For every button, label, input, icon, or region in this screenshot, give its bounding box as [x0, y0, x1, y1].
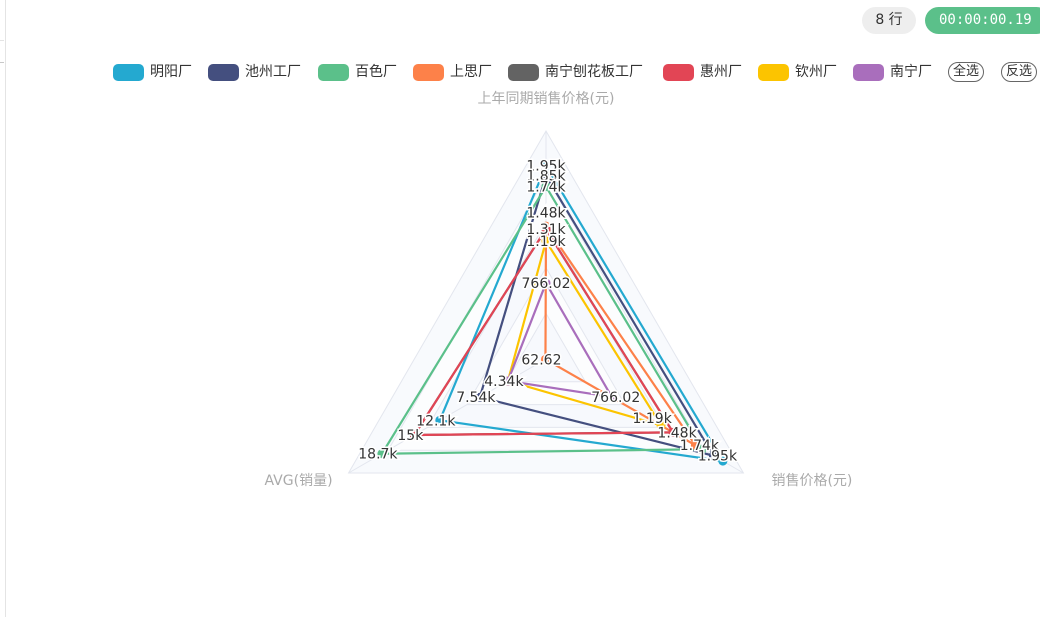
invert-selection-button[interactable]: 反选	[1001, 62, 1038, 82]
data-label: 1.95k	[526, 159, 566, 175]
legend-swatch	[853, 64, 884, 81]
legend-label: 南宁厂	[890, 64, 932, 80]
radar-indicator-label: 上年同期销售价格(元)	[478, 91, 615, 107]
series-point	[607, 392, 617, 402]
data-label: 7.54k	[456, 390, 496, 406]
left-border-tick	[0, 62, 4, 63]
legend-label: 上思厂	[450, 64, 492, 80]
series-point	[541, 236, 551, 246]
legend-swatch	[318, 64, 349, 81]
left-border-mark	[0, 40, 4, 41]
data-label: 1.48k	[526, 205, 566, 221]
series-line-6	[506, 239, 663, 427]
data-label: 1.31k	[526, 222, 566, 238]
row-count-badge: 8 行	[862, 7, 916, 34]
legend-label: 惠州厂	[700, 64, 742, 80]
radar-indicator-label: 销售价格(元)	[771, 473, 852, 489]
series-point	[435, 415, 445, 425]
series-point	[409, 430, 419, 440]
series-line-0	[438, 164, 724, 463]
data-label: 4.34k	[484, 374, 524, 390]
series-line-7	[506, 281, 613, 399]
series-point	[541, 278, 551, 288]
data-label: 12.1k	[416, 413, 456, 429]
series-point	[690, 440, 700, 450]
series-point	[541, 224, 551, 234]
series-point	[718, 456, 728, 466]
legend-swatch	[208, 64, 239, 81]
data-label: 1.48k	[657, 425, 697, 441]
series-point	[503, 376, 513, 386]
left-border	[5, 0, 6, 617]
legend-label: 百色厂	[355, 64, 397, 80]
data-label: 1.74k	[680, 438, 720, 454]
select-all-button[interactable]: 全选	[948, 62, 985, 82]
series-point	[541, 161, 551, 171]
data-label: 766.02	[522, 276, 571, 292]
series-point	[377, 449, 387, 459]
data-label: 62.62	[521, 352, 561, 368]
legend-label: 南宁刨花板工厂	[545, 64, 643, 80]
series-line-2	[380, 185, 704, 455]
legend-swatch	[508, 64, 539, 81]
legend-swatch	[758, 64, 789, 81]
series-line-5	[413, 228, 675, 437]
data-label: 1.19k	[526, 234, 566, 250]
series-point	[541, 182, 551, 192]
series-point	[541, 171, 551, 181]
series-point	[656, 420, 666, 430]
data-label: 1.95k	[698, 449, 738, 465]
series-point	[708, 451, 718, 461]
series-point	[475, 392, 485, 402]
series-point	[540, 354, 550, 364]
data-label: 1.85k	[526, 169, 566, 185]
series-line-3	[544, 225, 697, 447]
radar-indicator-label: AVG(销量)	[265, 473, 333, 489]
legend-swatch	[663, 64, 694, 81]
series-line-1	[478, 174, 715, 457]
data-label: 766.02	[591, 390, 640, 406]
query-timer: 00:00:00.19	[925, 7, 1040, 34]
series-point	[697, 444, 707, 454]
series-point	[668, 427, 678, 437]
legend-label: 钦州厂	[795, 64, 837, 80]
legend-label: 明阳厂	[150, 64, 192, 80]
data-label: 1.19k	[633, 411, 673, 427]
data-label: 15k	[397, 428, 424, 444]
legend-swatch	[413, 64, 444, 81]
legend-swatch	[113, 64, 144, 81]
data-label: 18.7k	[358, 447, 398, 463]
data-label: 1.74k	[526, 180, 566, 196]
legend-label: 池州工厂	[245, 64, 301, 80]
